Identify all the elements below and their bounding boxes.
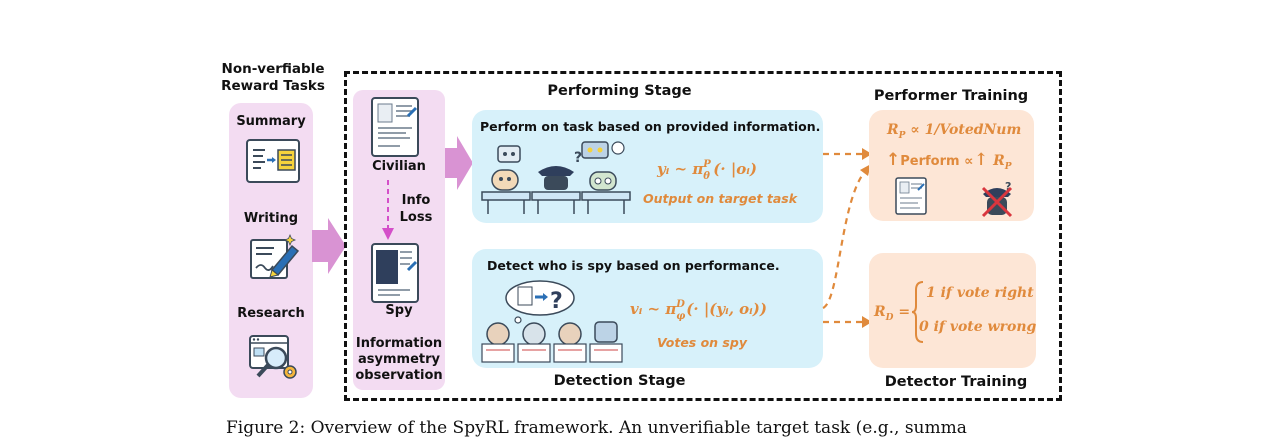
caught-spy-icon: ?	[981, 180, 1013, 218]
performing-subtitle: Output on target task	[643, 191, 798, 206]
svg-text:?: ?	[1005, 180, 1011, 193]
task-writing-label: Writing	[243, 211, 299, 226]
detector-case-wrong: 0 if vote wrong	[919, 319, 1037, 335]
info-loss-label: Info Loss	[399, 193, 433, 225]
rp-proportional: ↑ RP	[974, 150, 1012, 172]
performing-panel	[472, 110, 823, 223]
performer-document-icon	[895, 177, 927, 215]
input-arrow	[312, 218, 346, 274]
detection-subtitle: Votes on spy	[657, 335, 747, 350]
svg-text:?: ?	[574, 150, 582, 166]
civilian-document-icon	[371, 97, 419, 157]
stage-input-arrow	[445, 136, 473, 190]
asymmetry-caption: Information asymmetry observation	[355, 336, 443, 383]
research-icon	[249, 335, 297, 379]
svg-text:?: ?	[550, 289, 563, 314]
framework-frame	[344, 71, 1062, 401]
detector-reward: RD =	[874, 304, 911, 323]
cases-brace	[911, 281, 924, 343]
tasks-title: Non-verfiable Reward Tasks	[221, 61, 325, 94]
figure-caption: Figure 2: Overview of the SpyRL framewor…	[226, 418, 967, 438]
performing-instruction: Perform on task based on provided inform…	[480, 119, 821, 134]
detector-training-panel	[869, 253, 1036, 368]
civilian-label: Civilian	[372, 159, 426, 174]
task-summary-label: Summary	[236, 114, 306, 129]
spy-document-icon	[371, 243, 419, 303]
detector-case-right: 1 if vote right	[926, 285, 1034, 301]
perform-proportional: ↑Perform ∝	[886, 150, 974, 170]
performer-training-title: Performer Training	[873, 88, 1029, 104]
summary-icon	[246, 139, 300, 183]
detectors-illustration: ?	[481, 280, 623, 363]
up-arrow-icon: ↑	[974, 150, 989, 170]
performers-illustration: ?	[481, 141, 631, 214]
detector-training-title: Detector Training	[884, 374, 1028, 390]
writing-icon	[250, 233, 300, 279]
flow-connectors	[822, 148, 872, 328]
up-arrow-icon: ↑	[886, 150, 901, 170]
performer-reward: RP ∝ 1/VotedNum	[887, 122, 1022, 141]
task-research-label: Research	[237, 306, 305, 321]
info-loss-arrow	[382, 180, 394, 240]
detection-stage-title: Detection Stage	[553, 373, 686, 389]
spy-label: Spy	[385, 303, 413, 318]
detection-instruction: Detect who is spy based on performance.	[487, 258, 780, 273]
performing-stage-title: Performing Stage	[547, 83, 692, 99]
